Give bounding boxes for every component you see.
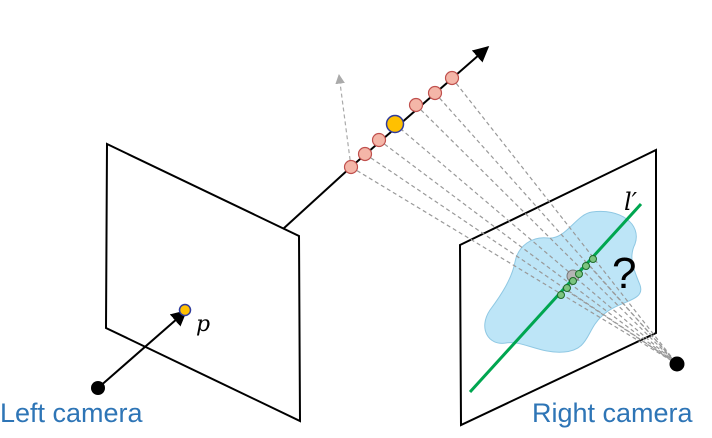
left-camera-ray [97,309,188,389]
candidate-point [357,146,373,162]
projected-candidates [557,255,597,299]
true-3d-point [385,114,405,134]
viewing-ray-back [282,166,352,230]
backward-ray [335,74,352,168]
candidate-point [371,132,387,148]
epipolar-line [468,202,643,394]
left-image-plane [104,142,302,423]
candidate-point [444,70,460,86]
left-camera-center [91,381,105,395]
epipolar-line-label: l′ [624,188,638,216]
projection-rays [350,77,678,365]
candidate-point [408,97,424,113]
question-mark: ? [612,249,636,298]
left-camera-label: Left camera [0,398,143,428]
candidate-point [343,159,359,175]
image-point-p [178,303,192,317]
candidate-points [343,70,460,175]
right-camera-label: Right camera [532,398,693,428]
candidate-point [427,85,443,101]
point-label-p: p [196,312,210,337]
right-camera-center [669,356,685,372]
